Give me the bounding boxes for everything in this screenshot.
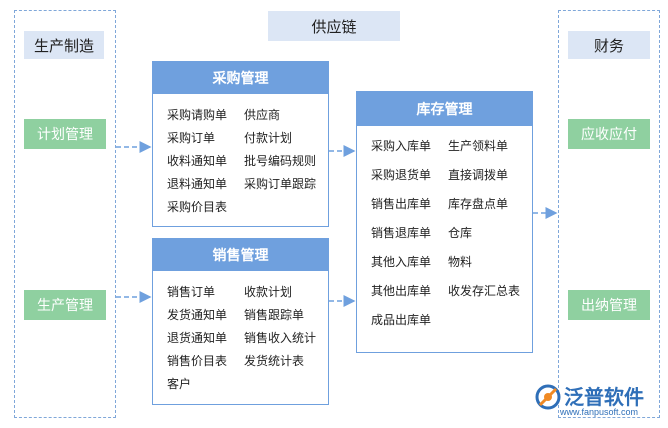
purchase-item: 退料通知单	[167, 177, 228, 191]
sales-item: 发货统计表	[243, 354, 304, 368]
receivable-payable-box: 应收应付	[568, 119, 650, 149]
inventory-item: 采购退货单	[371, 168, 432, 182]
fanpu-logo-url: www.fanpusoft.com	[560, 407, 639, 417]
inventory-item: 采购入库单	[371, 139, 432, 153]
inventory-item: 成品出库单	[371, 313, 432, 327]
production-management-box: 生产管理	[24, 290, 106, 320]
purchase-item: 收料通知单	[167, 154, 228, 168]
right-column-title: 财务	[568, 31, 650, 59]
purchase-panel-title: 采购管理	[153, 62, 328, 94]
sales-item: 收款计划	[243, 285, 292, 299]
purchase-item: 批号编码规则	[243, 154, 316, 168]
inventory-panel-title: 库存管理	[357, 92, 532, 126]
purchase-panel: 采购管理 采购请购单 供应商采购订单 付款计划收料通知单 批号编码规则退料通知单 采购订…	[152, 61, 329, 227]
inventory-item: 物料	[447, 255, 472, 269]
fanpu-logo: 泛普软件 www.fanpusoft.com	[534, 381, 662, 421]
purchase-item: 采购订单	[167, 131, 216, 145]
sales-item: 客户	[167, 377, 192, 391]
inventory-item: 其他出库单	[371, 284, 432, 298]
sales-item: 销售订单	[167, 285, 216, 299]
purchase-item: 采购订单跟踪	[243, 177, 316, 191]
inventory-item: 销售退库单	[371, 226, 432, 240]
purchase-item: 供应商	[243, 108, 280, 122]
inventory-item: 仓库	[447, 226, 472, 240]
left-column	[14, 10, 116, 418]
inventory-item: 生产领料单	[447, 139, 508, 153]
sales-panel-title: 销售管理	[153, 239, 328, 271]
fanpu-logo-name: 泛普软件	[564, 387, 644, 409]
sales-item: 销售跟踪单	[243, 308, 304, 322]
purchase-item: 付款计划	[243, 131, 292, 145]
fanpu-logo-icon	[535, 384, 561, 410]
left-column-title: 生产制造	[24, 31, 104, 59]
sales-item: 销售收入统计	[243, 331, 316, 345]
inventory-item: 直接调拨单	[447, 168, 508, 182]
inventory-panel: 库存管理 采购入库单 生产领料单采购退货单 直接调拨单销售出库单 库存盘点单销售退库单…	[356, 91, 533, 353]
right-column	[558, 10, 660, 418]
sales-item: 销售价目表	[167, 354, 228, 368]
supply-chain-title: 供应链	[268, 11, 400, 41]
purchase-item: 采购价目表	[167, 200, 228, 214]
cashier-management-box: 出纳管理	[568, 290, 650, 320]
plan-management-box: 计划管理	[24, 119, 106, 149]
sales-item: 退货通知单	[167, 331, 228, 345]
purchase-items: 采购请购单 供应商采购订单 付款计划收料通知单 批号编码规则退料通知单 采购订单跟踪采购…	[153, 94, 328, 219]
sales-items: 销售订单 收款计划发货通知单 销售跟踪单退货通知单 销售收入统计销售价目表 发货统计表客…	[153, 271, 328, 396]
purchase-item: 采购请购单	[167, 108, 228, 122]
inventory-item: 销售出库单	[371, 197, 432, 211]
inventory-item: 收发存汇总表	[447, 284, 520, 298]
sales-item: 发货通知单	[167, 308, 228, 322]
inventory-items: 采购入库单 生产领料单采购退货单 直接调拨单销售出库单 库存盘点单销售退库单 仓库其他入…	[357, 126, 532, 335]
inventory-item: 其他入库单	[371, 255, 432, 269]
inventory-item: 库存盘点单	[447, 197, 508, 211]
sales-panel: 销售管理 销售订单 收款计划发货通知单 销售跟踪单退货通知单 销售收入统计销售价目表 发…	[152, 238, 329, 405]
